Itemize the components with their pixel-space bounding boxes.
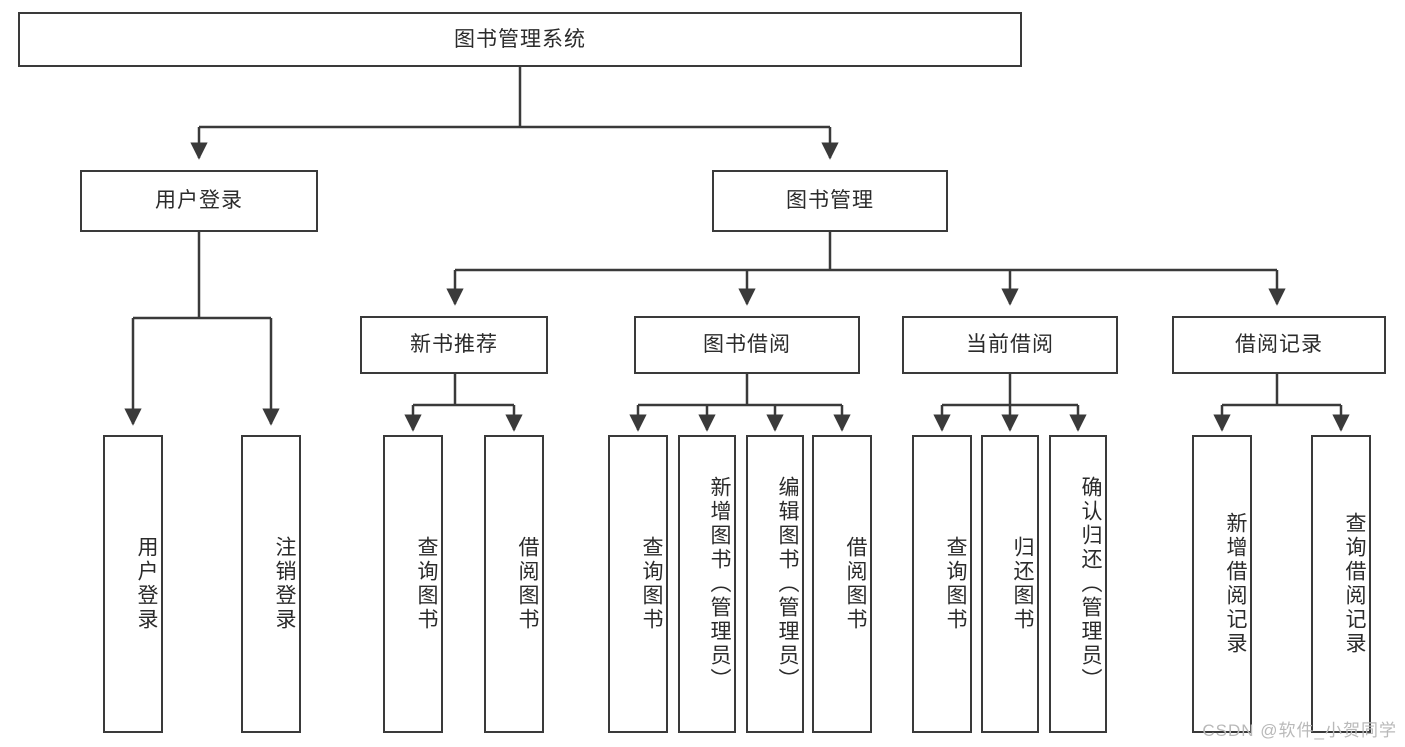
node-label: 查询图书 <box>415 536 438 632</box>
node-label: 图书借阅 <box>703 333 791 357</box>
leaf-query-books-borrow[interactable]: 查询图书 <box>608 435 668 733</box>
node-label: 查询图书 <box>944 536 967 632</box>
leaf-add-borrow-record[interactable]: 新增借阅记录 <box>1192 435 1252 733</box>
leaf-query-books-current[interactable]: 查询图书 <box>912 435 972 733</box>
leaf-query-borrow-record[interactable]: 查询借阅记录 <box>1311 435 1371 733</box>
leaf-query-books-recommend[interactable]: 查询图书 <box>383 435 443 733</box>
leaf-return-books[interactable]: 归还图书 <box>981 435 1039 733</box>
node-label: 查询借阅记录 <box>1343 512 1366 656</box>
leaf-borrow-books-recommend[interactable]: 借阅图书 <box>484 435 544 733</box>
node-label: 当前借阅 <box>966 333 1054 357</box>
node-label: 归还图书 <box>1011 536 1034 632</box>
node-current-borrow[interactable]: 当前借阅 <box>902 316 1118 374</box>
node-book-borrow[interactable]: 图书借阅 <box>634 316 860 374</box>
leaf-borrow-books-borrow[interactable]: 借阅图书 <box>812 435 872 733</box>
node-root-book-management-system[interactable]: 图书管理系统 <box>18 12 1022 67</box>
node-label: 图书管理系统 <box>454 27 586 51</box>
leaf-add-book-admin[interactable]: 新增图书（管理员） <box>678 435 736 733</box>
node-new-book-recommend[interactable]: 新书推荐 <box>360 316 548 374</box>
node-label: 用户登录 <box>155 189 243 213</box>
node-book-management[interactable]: 图书管理 <box>712 170 948 232</box>
node-label: 确认归还（管理员） <box>1079 476 1102 692</box>
csdn-watermark: CSDN @软件_小贺同学 <box>1202 721 1397 740</box>
node-label: 借阅图书 <box>844 536 867 632</box>
node-label: 图书管理 <box>786 189 874 213</box>
node-label: 借阅记录 <box>1235 333 1323 357</box>
node-label: 注销登录 <box>273 536 296 632</box>
leaf-confirm-return-admin[interactable]: 确认归还（管理员） <box>1049 435 1107 733</box>
node-label: 编辑图书（管理员） <box>776 476 799 692</box>
node-label: 新增图书（管理员） <box>708 476 731 692</box>
node-label: 查询图书 <box>640 536 663 632</box>
node-label: 用户登录 <box>135 536 158 632</box>
node-label: 新增借阅记录 <box>1224 512 1247 656</box>
node-user-login[interactable]: 用户登录 <box>80 170 318 232</box>
leaf-user-login[interactable]: 用户登录 <box>103 435 163 733</box>
node-label: 借阅图书 <box>516 536 539 632</box>
node-borrow-records[interactable]: 借阅记录 <box>1172 316 1386 374</box>
node-label: 新书推荐 <box>410 333 498 357</box>
leaf-logout-login[interactable]: 注销登录 <box>241 435 301 733</box>
leaf-edit-book-admin[interactable]: 编辑图书（管理员） <box>746 435 804 733</box>
